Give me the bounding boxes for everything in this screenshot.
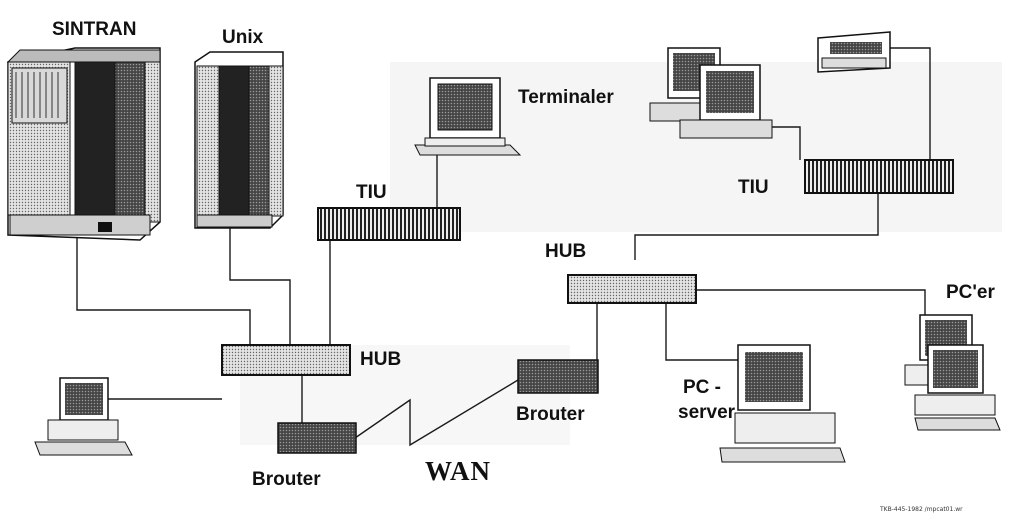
pcer-group (904, 314, 1001, 431)
link-unix-hub (229, 226, 291, 345)
pcer-label: PC'er (946, 282, 995, 303)
hub-right (567, 274, 697, 304)
brouter-right-label: Brouter (516, 404, 585, 425)
sintran-computer (6, 47, 161, 241)
brouter-left (277, 422, 357, 454)
pc-server-label-line1: PC - (683, 377, 721, 398)
link-hub-server (665, 303, 738, 361)
tiu-right (804, 159, 954, 194)
pc-server-label-line2: server (678, 402, 736, 423)
hub-left (221, 344, 351, 376)
terminals-group (649, 47, 773, 139)
pc-server (719, 344, 846, 463)
link-sintran-hub (76, 233, 251, 345)
wan-link (354, 379, 519, 447)
link-hub-pcer (696, 289, 926, 315)
terminaler-label: Terminaler (518, 87, 614, 108)
tiu-left (317, 207, 461, 241)
printer (817, 31, 891, 73)
wan-label: WAN (425, 456, 492, 486)
unix-computer (194, 51, 284, 229)
unix-label: Unix (222, 27, 264, 48)
connection-lines (76, 47, 931, 447)
tiu-right-label: TIU (738, 177, 769, 198)
brouter-left-label: Brouter (252, 469, 321, 490)
hub-right-label: HUB (545, 241, 587, 262)
pc-left (34, 377, 133, 456)
link-terminals-tiu (770, 126, 801, 160)
link-hub-tiu-right (634, 193, 879, 260)
terminal-workstation (414, 77, 522, 156)
brouter-right (517, 359, 599, 394)
hub-left-label: HUB (360, 349, 402, 370)
sintran-label: SINTRAN (52, 19, 137, 40)
link-printer-tiu (890, 47, 931, 160)
tiu-left-label: TIU (356, 182, 387, 203)
footer-code: TKB-445-1982 /mpcat01.wr (880, 506, 963, 513)
